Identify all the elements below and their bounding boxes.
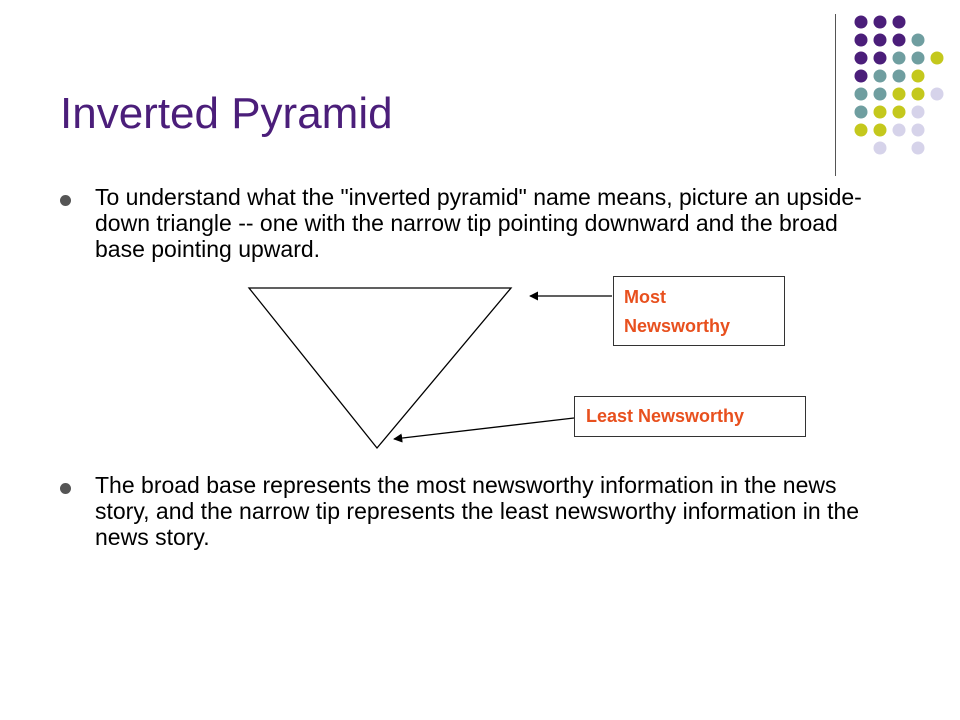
bullet-marker-icon — [60, 483, 71, 494]
dot-row-2 — [854, 33, 925, 47]
bullet-text: The broad base represents the most newsw… — [95, 472, 860, 550]
decorative-dot-grid — [854, 15, 944, 155]
bullet-marker-icon — [60, 195, 71, 206]
most-newsworthy-label-box: Most Newsworthy — [613, 276, 785, 346]
inverted-triangle — [247, 287, 513, 450]
bullet-item: The broad base represents the most newsw… — [60, 472, 890, 550]
bullet-text: To understand what the "inverted pyramid… — [95, 184, 862, 262]
slide-title: Inverted Pyramid — [60, 89, 393, 138]
dot-row-7 — [854, 123, 925, 137]
bullet-item: To understand what the "inverted pyramid… — [60, 184, 890, 262]
least-newsworthy-arrow — [393, 417, 575, 443]
least-newsworthy-label-box: Least Newsworthy — [574, 396, 806, 437]
dot-row-1 — [854, 15, 906, 29]
dot-row-8 — [873, 141, 925, 155]
least-newsworthy-label: Least Newsworthy — [586, 406, 745, 426]
dot-row-4 — [854, 69, 925, 83]
dot-row-6 — [854, 105, 925, 119]
dot-row-3 — [854, 51, 944, 65]
most-newsworthy-label: Most Newsworthy — [624, 287, 731, 336]
title-divider-line — [835, 14, 836, 176]
dot-row-5 — [854, 87, 944, 101]
